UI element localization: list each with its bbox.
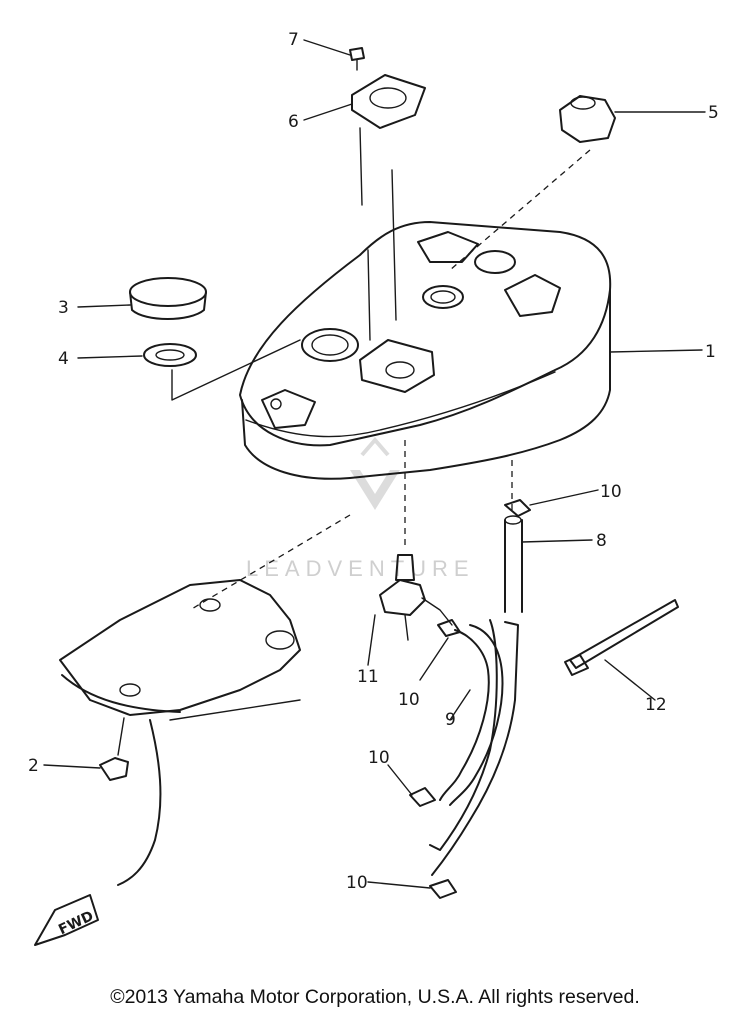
fuel-cap (449, 95, 706, 271)
callout-8: 8 (596, 531, 607, 551)
callout-6: 6 (288, 112, 299, 132)
callout-10-top: 10 (600, 482, 622, 502)
fuel-hose (504, 460, 593, 613)
callout-2: 2 (28, 756, 39, 776)
callout-4: 4 (58, 349, 69, 369)
hose-clamp-cock (419, 619, 461, 681)
callout-10-cock: 10 (398, 690, 420, 710)
callout-7: 7 (288, 30, 299, 50)
callout-9: 9 (445, 710, 456, 730)
fwd-label: FWD (56, 908, 96, 938)
hose-clamp-mid (387, 764, 436, 807)
callout-3: 3 (58, 298, 69, 318)
watermark: LEADVENTURE (246, 436, 475, 581)
rubber-damper (43, 717, 129, 781)
callout-5: 5 (708, 103, 719, 123)
hose-clamp-bottom (367, 879, 457, 899)
copyright-notice: ©2013 Yamaha Motor Corporation, U.S.A. A… (110, 986, 640, 1008)
callout-12: 12 (645, 695, 667, 715)
frame (59, 514, 351, 886)
gasket (77, 339, 301, 401)
filler-cap (77, 277, 207, 320)
fuel-tank (239, 221, 703, 480)
vent-hose (429, 619, 519, 876)
screw (303, 39, 365, 71)
callout-1: 1 (705, 342, 716, 362)
callout-11: 11 (357, 667, 379, 687)
fuel-cock (367, 440, 453, 666)
hose-clamp-top (504, 489, 599, 517)
fwd-arrow-icon: FWD (34, 894, 99, 946)
sending-unit-plate (303, 74, 426, 341)
strap (564, 599, 679, 701)
callout-10-mid: 10 (368, 748, 390, 768)
watermark-text: LEADVENTURE (246, 556, 475, 581)
callout-10-bottom: 10 (346, 873, 368, 893)
